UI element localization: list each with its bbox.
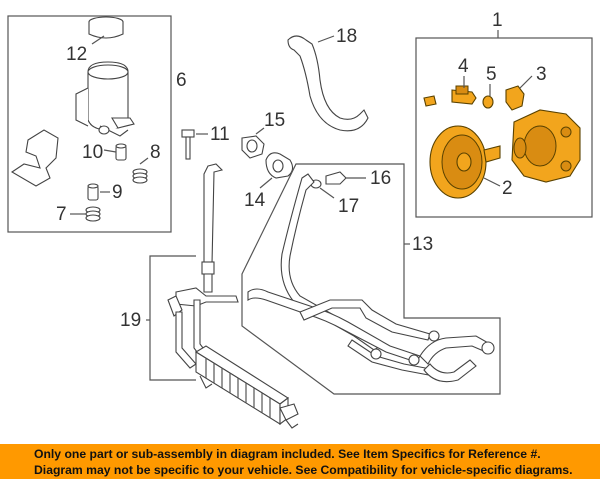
callout-11: 11: [210, 124, 230, 145]
cooler-fins: [205, 358, 271, 418]
disclaimer-banner: Only one part or sub-assembly in diagram…: [0, 444, 600, 479]
union-fitting-3: [505, 85, 525, 111]
cooler-group: 19: [120, 163, 299, 429]
callout-9: 9: [112, 182, 123, 203]
pulley-2-hub: [456, 152, 472, 172]
hose-18-group: 18: [287, 26, 369, 132]
bolt-11-shank: [185, 136, 191, 160]
pressure-switch-4-body: [455, 85, 469, 95]
fittings-group: 11 15 14: [181, 110, 294, 211]
callout-16: 16: [370, 168, 391, 189]
reservoir-tank-top: [87, 64, 129, 80]
bolt-11-head: [181, 129, 195, 138]
callout-13: 13: [412, 234, 433, 255]
disclaimer-line-1: Only one part or sub-assembly in diagram…: [34, 447, 541, 461]
callout-5: 5: [486, 64, 497, 85]
clamp-8: [132, 168, 148, 184]
disclaimer-line-2: Diagram may not be specific to your vehi…: [34, 463, 573, 477]
grommet-7: [85, 206, 101, 222]
pump-body-face: [523, 125, 557, 167]
sensor-16: [325, 171, 347, 185]
callout-3: 3: [536, 64, 547, 85]
pressure-hose-box: [241, 163, 501, 395]
return-hose-18: [287, 35, 369, 132]
reservoir-side-lobe: [75, 87, 89, 127]
callout-12: 12: [66, 44, 87, 65]
reservoir-outlet-end: [98, 125, 110, 135]
pressure-hose-group: 13 16 17: [241, 163, 501, 395]
parts-diagram: 12 6 10 8 9 7 1 4 5: [7, 10, 593, 429]
callout-8: 8: [150, 142, 161, 163]
callout-15: 15: [264, 110, 285, 131]
callout-7: 7: [56, 204, 67, 225]
bushing-9-top: [87, 183, 99, 189]
pump-group: 1 4 5 3 2: [415, 10, 593, 218]
callout-14: 14: [244, 190, 266, 211]
callout-18: 18: [336, 26, 357, 47]
callout-17: 17: [338, 196, 359, 217]
reservoir-group-box: [7, 15, 172, 233]
pump-group-box: [415, 37, 593, 218]
cooler-inlet-fitting: [175, 287, 239, 307]
bolt: [423, 95, 437, 107]
bushing-10-top: [115, 143, 127, 149]
return-tube-vertical: [203, 163, 224, 265]
callout-1: 1: [492, 10, 503, 31]
reservoir-cap-body: [88, 22, 124, 39]
cooler-bracket-box: [149, 255, 196, 381]
reservoir-bracket: [10, 129, 59, 187]
callout-19: 19: [120, 310, 141, 331]
reservoir-outlet: [111, 117, 135, 129]
callout-6: 6: [176, 70, 187, 91]
pressure-hose-line-c: [299, 299, 431, 341]
callout-10: 10: [82, 142, 103, 163]
o-ring-5: [482, 95, 494, 109]
callout-2: 2: [502, 178, 513, 199]
callout-4: 4: [458, 56, 469, 77]
reservoir-group: 12 6 10 8 9 7: [7, 15, 187, 233]
